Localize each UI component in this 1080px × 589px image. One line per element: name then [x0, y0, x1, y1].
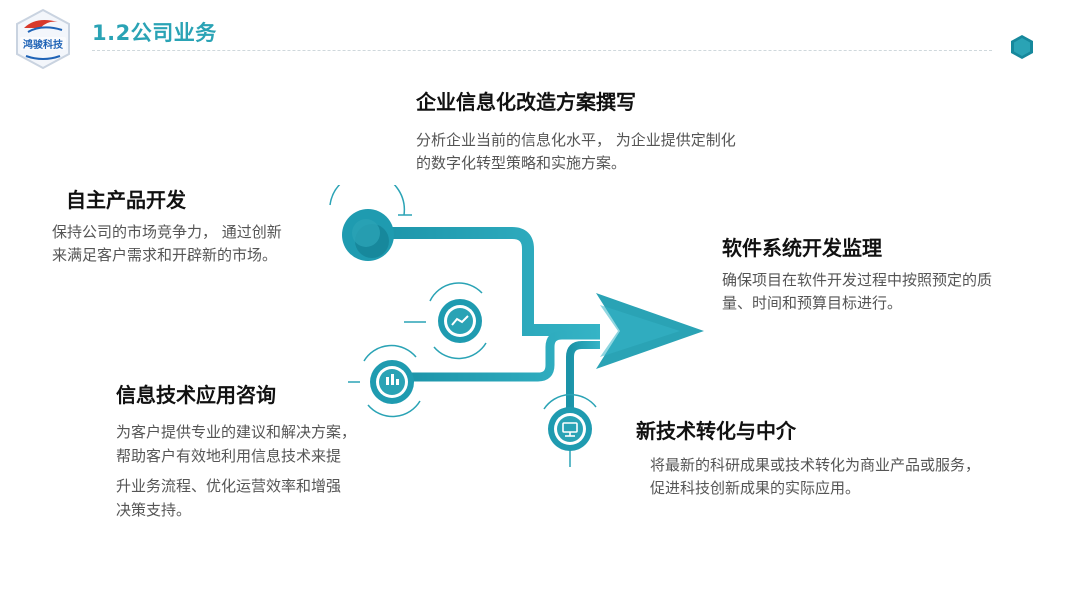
service-title: 信息技术应用咨询: [116, 383, 276, 407]
circle-icon: [329, 171, 412, 261]
monitor-icon: [543, 393, 597, 467]
service-it-consult: 信息技术应用咨询 为客户提供专业的建议和解决方案， 帮助客户有效地利用信息技术来…: [116, 379, 356, 522]
company-logo: 鸿骏科技: [14, 8, 72, 70]
service-description: 保持公司的市场竞争力， 通过创新 来满足客户需求和开辟新的市场。: [52, 223, 282, 264]
flow-line-low: [400, 330, 600, 382]
flow-line-top: [370, 227, 600, 336]
handshake-icon: [404, 282, 487, 360]
service-own-product: 自主产品开发 保持公司的市场竞争力， 通过创新 来满足客户需求和开辟新的市场。: [52, 184, 282, 267]
service-title: 自主产品开发: [66, 188, 186, 212]
service-description: 分析企业当前的信息化水平， 为企业提供定制化 的数字化转型策略和实施方案。: [416, 131, 736, 172]
service-title: 企业信息化改造方案撰写: [416, 90, 636, 114]
service-supervision: 软件系统开发监理 确保项目在软件开发过程中按照预定的质 量、时间和预算目标进行。: [722, 232, 992, 315]
flow-diagram: [300, 171, 720, 475]
flow-line-bottom: [566, 341, 600, 417]
service-description: 将最新的科研成果或技术转化为商业产品或服务， 促进科技创新成果的实际应用。: [650, 456, 981, 497]
chart-icon: [348, 344, 421, 418]
service-title: 软件系统开发监理: [722, 236, 882, 260]
service-title: 新技术转化与中介: [636, 419, 796, 443]
hexagon-icon: [1009, 34, 1035, 60]
service-description: 确保项目在软件开发过程中按照预定的质 量、时间和预算目标进行。: [722, 271, 993, 312]
title-divider: [92, 50, 992, 51]
service-info-transform: 企业信息化改造方案撰写 分析企业当前的信息化水平， 为企业提供定制化 的数字化转…: [416, 86, 736, 175]
logo-text: 鸿骏科技: [23, 38, 64, 51]
service-tech-transfer: 新技术转化与中介 将最新的科研成果或技术转化为商业产品或服务， 促进科技创新成果…: [636, 415, 980, 500]
section-title: 1.2公司业务: [92, 21, 217, 45]
service-description: 为客户提供专业的建议和解决方案， 帮助客户有效地利用信息技术来提 升业务流程、优…: [116, 423, 357, 519]
